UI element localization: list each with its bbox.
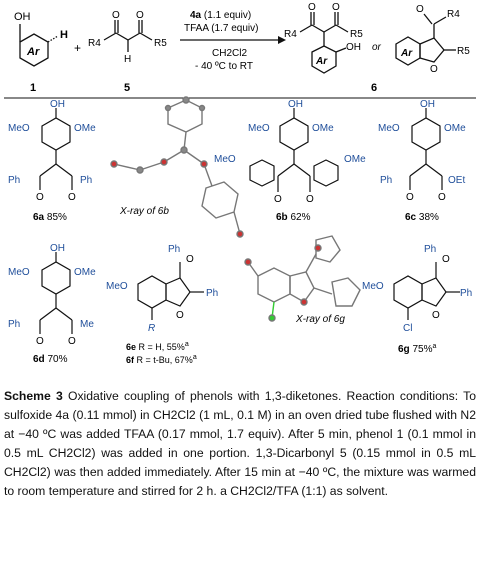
label-6f: 6f R = t-Bu, 67%a <box>126 354 197 365</box>
svg-text:O: O <box>332 2 340 13</box>
compound-1-label: 1 <box>30 82 36 94</box>
svg-text:MeO: MeO <box>8 123 30 134</box>
solvent-text: CH2Cl2 <box>212 48 247 59</box>
svg-text:OMe: OMe <box>444 123 466 134</box>
svg-text:OMe: OMe <box>74 267 96 278</box>
svg-text:Ph: Ph <box>168 244 180 255</box>
product-coupled-structure <box>299 12 349 74</box>
svg-text:MeO: MeO <box>248 123 270 134</box>
svg-text:MeO: MeO <box>378 123 400 134</box>
svg-text:O: O <box>36 192 44 203</box>
oh-label-1: OH <box>14 11 31 23</box>
svg-text:OMe: OMe <box>344 154 366 165</box>
svg-text:OH: OH <box>288 99 303 110</box>
reagent-line2: TFAA (1.7 equiv) <box>184 23 258 34</box>
svg-text:R4: R4 <box>447 9 460 20</box>
svg-text:OEt: OEt <box>448 175 465 186</box>
svg-text:OH: OH <box>420 99 435 110</box>
label-6a: 6a 85% <box>33 212 67 223</box>
svg-text:O: O <box>432 310 440 321</box>
svg-text:OMe: OMe <box>312 123 334 134</box>
xray-6g-image <box>244 235 361 322</box>
r5-label: R5 <box>154 38 167 49</box>
xray-6b-image <box>110 96 244 238</box>
svg-text:O: O <box>274 194 282 205</box>
svg-text:Me: Me <box>80 319 94 330</box>
label-6b: 6b 62% <box>276 212 311 223</box>
svg-text:R5: R5 <box>350 29 363 40</box>
label-6d: 6d 70% <box>33 354 68 365</box>
ar-label-1: Ar <box>26 46 40 58</box>
xray-6g-caption: X-ray of 6g <box>295 314 345 325</box>
o-label-2: O <box>136 10 144 21</box>
svg-text:O: O <box>416 4 424 15</box>
svg-text:O: O <box>68 192 76 203</box>
svg-text:Ph: Ph <box>80 175 92 186</box>
caption-title: Scheme 3 <box>4 389 63 403</box>
xray-6b-caption: X-ray of 6b <box>119 206 169 217</box>
h-label: H <box>60 29 68 41</box>
svg-text:Ph: Ph <box>424 244 436 255</box>
svg-text:Ph: Ph <box>8 175 20 186</box>
structure-6b <box>249 108 339 192</box>
svg-text:R5: R5 <box>457 46 470 57</box>
svg-text:O: O <box>406 192 414 203</box>
structure-6g <box>393 262 460 320</box>
compound-1-structure <box>19 24 59 67</box>
svg-text:O: O <box>186 254 194 265</box>
svg-text:OMe: OMe <box>74 123 96 134</box>
svg-text:Ph: Ph <box>380 175 392 186</box>
svg-text:O: O <box>68 336 76 347</box>
compound-6-label: 6 <box>371 82 377 94</box>
r4-label: R4 <box>88 38 101 49</box>
svg-text:MeO: MeO <box>8 267 30 278</box>
reagent-line1: 4a (1.1 equiv) <box>190 10 251 21</box>
svg-text:MeO: MeO <box>214 154 236 165</box>
o-label-1: O <box>112 10 120 21</box>
scheme-caption: Scheme 3 Oxidative coupling of phenols w… <box>4 387 476 501</box>
svg-text:O: O <box>442 254 450 265</box>
svg-text:MeO: MeO <box>362 281 384 292</box>
structure-6a <box>39 108 73 190</box>
svg-text:O: O <box>36 336 44 347</box>
product-benzofuran-structure <box>395 13 456 66</box>
or-text: or <box>372 42 382 53</box>
label-6g: 6g 75%a <box>398 343 436 355</box>
svg-text:Ph: Ph <box>8 319 20 330</box>
compound-5-structure <box>103 20 153 52</box>
svg-text:O: O <box>308 2 316 13</box>
svg-text:OH: OH <box>50 243 65 254</box>
svg-text:R4: R4 <box>284 29 297 40</box>
label-6c: 6c 38% <box>405 212 439 223</box>
svg-text:O: O <box>176 310 184 321</box>
svg-text:MeO: MeO <box>106 281 128 292</box>
caption-text: Oxidative coupling of phenols with 1,3-d… <box>4 389 476 498</box>
label-6e: 6e R = H, 55%a <box>126 341 189 352</box>
svg-text:Ph: Ph <box>206 288 218 299</box>
structure-6e-6f <box>137 262 204 320</box>
svg-text:O: O <box>306 194 314 205</box>
svg-text:Cl: Cl <box>403 323 412 334</box>
h-label-5: H <box>124 54 131 65</box>
svg-text:OH: OH <box>346 42 361 53</box>
temperature-text: - 40 ºC to RT <box>195 61 253 72</box>
svg-text:OH: OH <box>50 99 65 110</box>
plus-sign: + <box>74 41 81 55</box>
compound-5-label: 5 <box>124 82 130 94</box>
scheme-graphic: OH Ar H 1 + O O R4 R5 H 5 4a (1.1 equiv)… <box>4 2 476 365</box>
svg-text:Ar: Ar <box>400 48 413 59</box>
svg-text:O: O <box>430 64 438 75</box>
structure-6d <box>39 252 73 334</box>
svg-text:O: O <box>438 192 446 203</box>
svg-text:R: R <box>148 323 155 334</box>
svg-text:Ph: Ph <box>460 288 472 299</box>
structure-6c <box>409 108 443 190</box>
svg-text:Ar: Ar <box>315 56 328 67</box>
